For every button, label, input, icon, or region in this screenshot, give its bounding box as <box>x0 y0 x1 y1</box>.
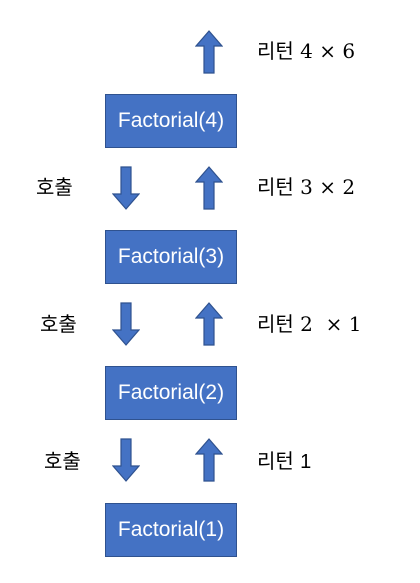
return-word: 리턴 <box>257 39 294 63</box>
return-word: 리턴 <box>257 312 294 336</box>
call-label: 호출 <box>36 175 73 199</box>
factorial-2-box: Factorial(2) <box>105 366 237 420</box>
call-arrow-down-icon <box>112 438 140 482</box>
return-arrow-up-icon <box>195 30 223 74</box>
call-arrow-down-icon <box>112 166 140 210</box>
return-word: 리턴 <box>257 449 294 473</box>
return-value: 3 × 2 <box>300 175 356 199</box>
return-label: 리턴 3 × 2 <box>257 175 355 199</box>
call-arrow-down-icon <box>112 302 140 346</box>
return-arrow-up-icon <box>195 438 223 482</box>
return-label: 리턴 2 × 1 <box>257 312 361 336</box>
return-label: 리턴 1 <box>257 449 311 474</box>
return-label: 리턴 4 × 6 <box>257 39 355 63</box>
factorial-1-box: Factorial(1) <box>105 503 237 557</box>
factorial-3-box: Factorial(3) <box>105 230 237 284</box>
factorial-4-box: Factorial(4) <box>105 94 237 148</box>
return-value: 1 <box>300 451 312 473</box>
return-word: 리턴 <box>257 175 294 199</box>
return-value: 2 × 1 <box>300 312 362 336</box>
call-label: 호출 <box>40 312 77 336</box>
return-value: 4 × 6 <box>300 39 356 63</box>
return-arrow-up-icon <box>195 166 223 210</box>
call-label: 호출 <box>44 449 81 473</box>
return-arrow-up-icon <box>195 302 223 346</box>
